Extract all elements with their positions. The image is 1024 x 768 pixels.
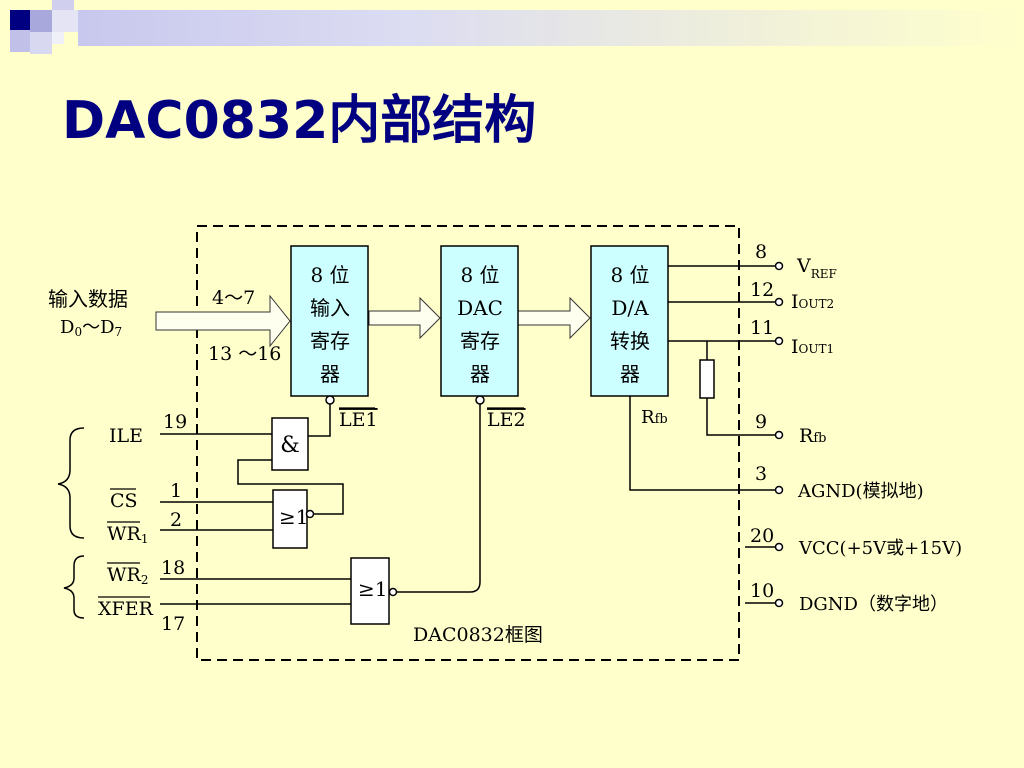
wire-or2-to-le2 [397, 404, 481, 593]
input-pins-lower: 13 ～16 [208, 343, 281, 365]
pin-cs-number: 1 [170, 480, 182, 502]
le2-label: LE2 [487, 409, 526, 431]
data-input-arrow [155, 294, 291, 348]
or-gate-1-symbol: ≥1 [279, 505, 308, 529]
pin-vcc-terminal [774, 542, 784, 552]
pin-wr2-label: WR2 [107, 564, 148, 587]
or-gate-2-bubble [388, 587, 398, 597]
pin-agnd-terminal [774, 485, 784, 495]
corner-square-dark [10, 10, 30, 30]
brace-group-1 [57, 427, 85, 539]
pin-iout1-terminal [774, 336, 784, 346]
block2-line4: 器 [470, 362, 490, 386]
and-gate-symbol: & [280, 433, 300, 458]
pin-wr1-number: 2 [170, 509, 182, 531]
or-gate-1 [272, 489, 308, 549]
brace-group-2 [63, 555, 85, 619]
input-data-label: 输入数据 [48, 287, 128, 311]
le1-bubble [325, 395, 335, 405]
pin-iout2-number: 12 [750, 279, 774, 301]
wire-and-to-le1 [308, 404, 331, 437]
pin-rfb-label: Rfb [799, 425, 826, 447]
corner-square-light [52, 0, 74, 10]
pin-vref-number: 8 [755, 241, 767, 263]
pin-dgnd-number: 10 [750, 580, 774, 602]
block1-line3: 寄存 [310, 329, 350, 353]
corner-square-light [10, 30, 30, 52]
bus-arrow-1 [368, 296, 441, 340]
input-pins-upper: 4～7 [212, 287, 255, 309]
pin-iout1-number: 11 [750, 317, 774, 339]
pin-agnd-label: AGND(模拟地) [797, 481, 924, 502]
block1-line2: 输入 [310, 296, 350, 320]
da-converter-block [590, 245, 669, 397]
dac-register-block [440, 245, 519, 397]
diagram-caption: DAC0832框图 [413, 624, 543, 646]
rfb-resistor [699, 359, 715, 399]
block2-line1: 8 位 [460, 263, 499, 287]
or-gate-2-symbol: ≥1 [358, 577, 387, 601]
corner-square-mid [30, 32, 52, 54]
pin-iout2-terminal [774, 297, 784, 307]
le1-label: LE1 [339, 409, 378, 431]
block2-line2: DAC [457, 296, 503, 320]
pin-agnd-number: 3 [755, 463, 767, 485]
pin-ile-label: ILE [109, 425, 143, 447]
block1-line1: 8 位 [310, 263, 349, 287]
block3-line2: D/A [611, 296, 649, 320]
pin-iout1-label: IOUT1 [791, 336, 834, 358]
chip-boundary-dashed [196, 225, 740, 661]
pin-xfer-number: 17 [161, 613, 185, 635]
pin-dgnd-label: DGND（数字地） [799, 594, 948, 615]
rfb-inner-label: Rfb [641, 407, 668, 428]
slide-title: DAC0832内部结构 [62, 91, 537, 151]
pin-xfer-label: XFER [98, 598, 154, 620]
and-gate [271, 417, 309, 471]
input-data-range: D0～D7 [60, 317, 122, 339]
block3-line4: 器 [620, 362, 640, 386]
pin-vref-label: VREF [796, 255, 837, 281]
wire-agnd [629, 396, 776, 491]
wire-rfb-out [706, 398, 776, 436]
input-register-block [290, 245, 369, 397]
header-gradient-bar [78, 10, 1024, 46]
pin-vcc-label: VCC(+5V或+15V) [798, 538, 962, 559]
corner-square-mid [52, 32, 64, 44]
pin-rfb-terminal [774, 430, 784, 440]
pin-iout2-label: IOUT2 [791, 291, 834, 313]
pin-vref-terminal [774, 261, 784, 271]
block1-line4: 器 [320, 362, 340, 386]
pin-rfb-number: 9 [755, 411, 767, 433]
pin-vcc-number: 20 [750, 525, 774, 547]
pin-cs-label: CS [110, 490, 138, 512]
block3-line1: 8 位 [610, 263, 649, 287]
wire-or1-to-and [237, 459, 344, 515]
or-gate-1-bubble [305, 509, 315, 519]
pin-wr1-label: WR1 [107, 523, 148, 546]
pin-ile-number: 19 [163, 411, 187, 433]
block2-line3: 寄存 [460, 329, 500, 353]
pin-wr2-number: 18 [161, 557, 185, 579]
block3-line3: 转换 [610, 329, 650, 353]
bus-arrow-2 [517, 296, 591, 340]
corner-square-light [30, 10, 52, 32]
pin-dgnd-terminal [774, 598, 784, 608]
le2-bubble [475, 395, 485, 405]
corner-square-light [52, 10, 78, 32]
